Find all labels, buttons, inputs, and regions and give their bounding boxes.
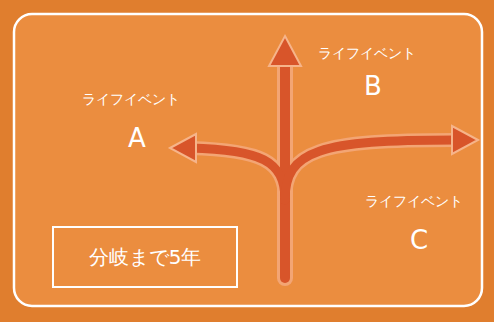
life-event-label: ライフイベント xyxy=(365,194,463,209)
option-letter: C xyxy=(410,226,428,255)
timer-box: 分岐まで5年 xyxy=(52,226,238,288)
branch-arrow xyxy=(190,62,455,278)
life-event-label: ライフイベント xyxy=(318,46,416,61)
option-letter: B xyxy=(364,72,382,101)
option-letter: A xyxy=(128,124,146,153)
frame xyxy=(14,14,482,306)
life-event-label: ライフイベント xyxy=(82,92,180,107)
arrow-heads xyxy=(170,36,478,162)
box-text: 分岐まで5年 xyxy=(89,244,202,271)
